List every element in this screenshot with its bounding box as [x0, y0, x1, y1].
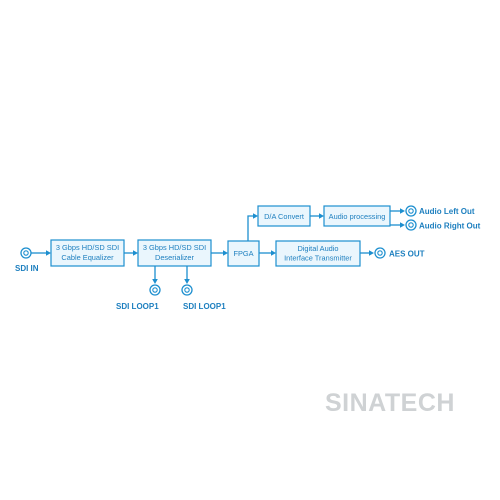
block-da-convert-label: D/A Convert — [264, 212, 304, 221]
arrowhead-loop-b — [184, 279, 190, 284]
jack-audio-left-icon — [405, 205, 417, 217]
wire-fpga-to-da — [247, 215, 254, 241]
arrowhead-equalizer — [46, 250, 51, 256]
block-fpga-label: FPGA — [233, 249, 253, 258]
block-deserializer-box — [137, 239, 212, 267]
block-audio-processing-label: Audio processing — [329, 212, 386, 221]
arrowhead-loop-a — [152, 279, 158, 284]
arrowhead-tx — [271, 250, 276, 256]
block-digital-audio-tx: Digital Audio Interface Transmitter — [275, 240, 361, 267]
label-aes-out: AES OUT — [389, 250, 425, 259]
arrowhead-deserializer — [133, 250, 138, 256]
arrowhead-audio — [319, 213, 324, 219]
block-fpga: FPGA — [227, 240, 260, 267]
label-sdi-loop1-b: SDI LOOP1 — [183, 302, 226, 311]
block-cable-equalizer-line1: 3 Gbps HD/SD SDI — [56, 243, 119, 252]
label-sdi-loop1-a: SDI LOOP1 — [116, 302, 159, 311]
block-fpga-box — [227, 240, 260, 267]
arrowhead-da — [253, 213, 258, 219]
arrowhead-right — [400, 222, 405, 228]
block-da-convert-box — [257, 205, 311, 227]
block-audio-processing: Audio processing — [323, 205, 391, 227]
block-cable-equalizer-box — [50, 239, 125, 267]
block-digital-audio-tx-box — [275, 240, 361, 267]
jack-audio-right-icon — [405, 219, 417, 231]
block-deserializer-line1: 3 Gbps HD/SD SDI — [143, 243, 206, 252]
block-deserializer: 3 Gbps HD/SD SDI Deserializer — [137, 239, 212, 267]
block-digital-audio-tx-line2: Interface Transmitter — [284, 254, 352, 263]
arrowhead-fpga — [223, 250, 228, 256]
jack-sdi-in-icon — [20, 247, 32, 259]
label-audio-right-out: Audio Right Out — [419, 222, 481, 231]
block-cable-equalizer-line2: Cable Equalizer — [61, 253, 114, 262]
arrowhead-left — [400, 208, 405, 214]
label-audio-left-out: Audio Left Out — [419, 207, 475, 216]
block-da-convert: D/A Convert — [257, 205, 311, 227]
arrowhead-aes — [369, 250, 374, 256]
block-audio-processing-box — [323, 205, 391, 227]
label-sdi-in: SDI IN — [15, 264, 39, 273]
block-cable-equalizer: 3 Gbps HD/SD SDI Cable Equalizer — [50, 239, 125, 267]
jack-sdi-loop1-a-icon — [149, 284, 161, 296]
jack-sdi-loop1-b-icon — [181, 284, 193, 296]
connectors — [31, 208, 405, 284]
block-digital-audio-tx-line1: Digital Audio — [297, 244, 338, 253]
sinatech-watermark: SINATECH — [325, 389, 455, 417]
block-deserializer-line2: Deserializer — [155, 253, 195, 262]
jack-aes-out-icon — [374, 247, 386, 259]
